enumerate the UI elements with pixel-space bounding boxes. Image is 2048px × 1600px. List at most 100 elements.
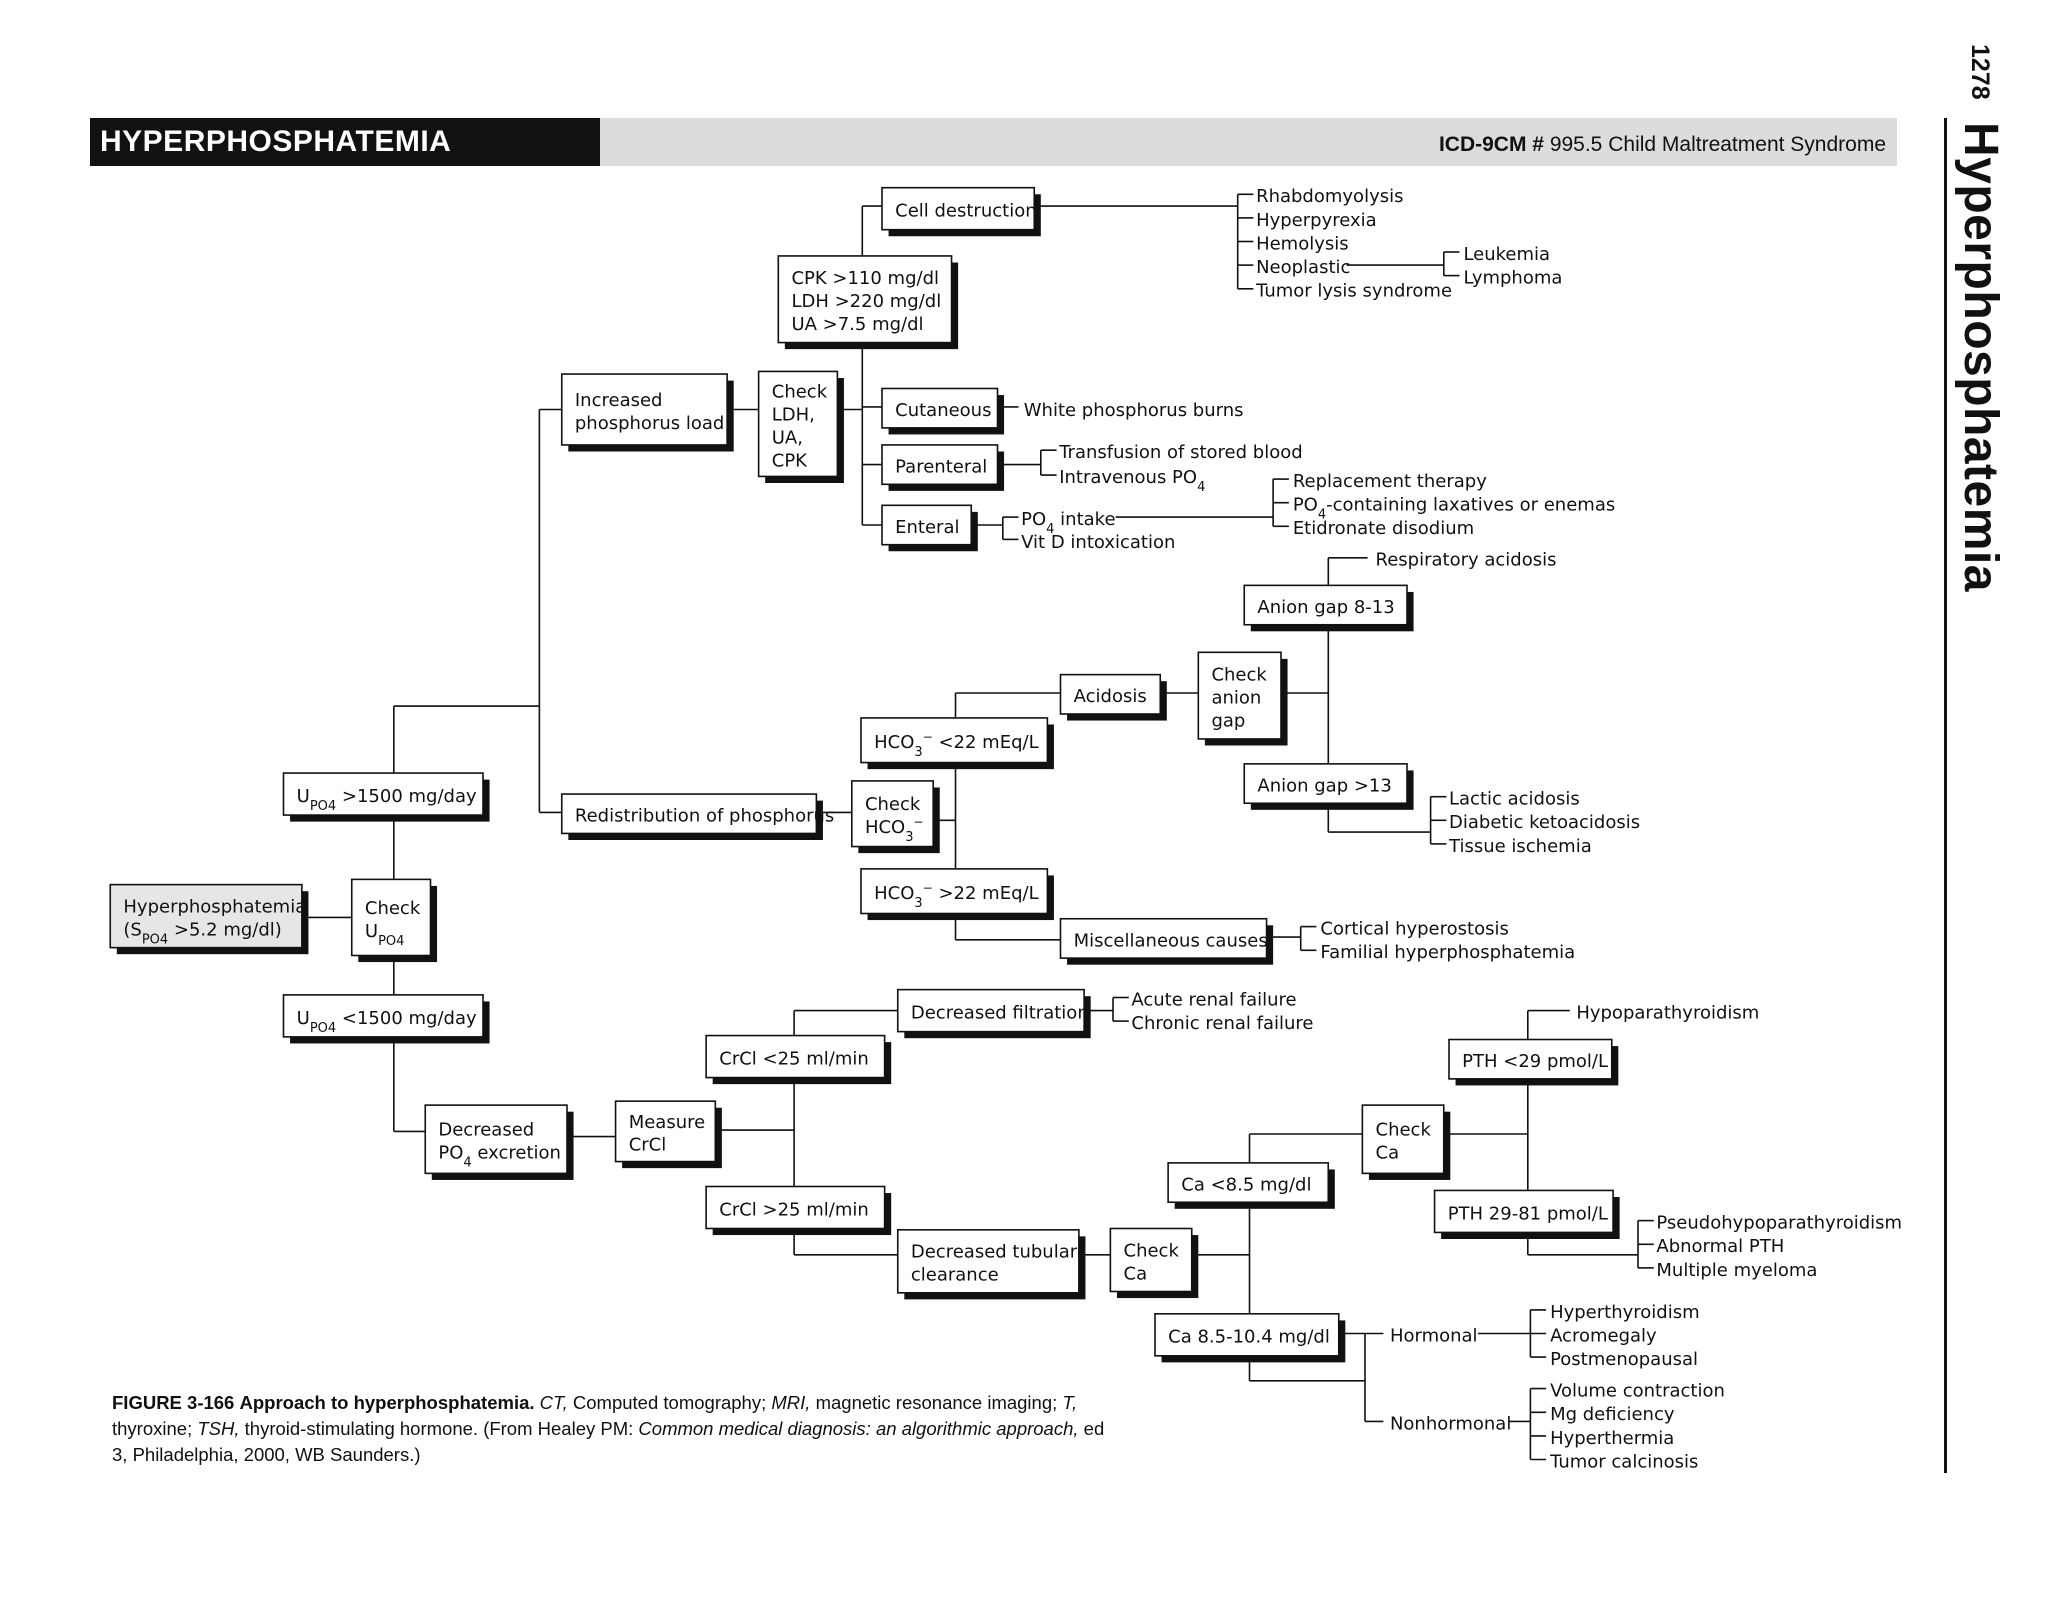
caption-def-tsh: thyroid-stimulating hormone. (From Heale…: [244, 1418, 634, 1439]
box-label: LDH,: [772, 404, 815, 425]
box-label: UPO4 <1500 mg/day: [297, 1008, 477, 1036]
box-ag-13: Anion gap >13: [1243, 763, 1414, 810]
header-title-bar: [90, 118, 600, 166]
box-label: Cutaneous: [895, 400, 991, 421]
cause-label: Transfusion of stored blood: [1058, 442, 1302, 463]
cause-label: Acromegaly: [1550, 1325, 1657, 1346]
box-acidosis: Acidosis: [1059, 673, 1167, 721]
box-label: HCO3− <22 mEq/L: [874, 730, 1038, 760]
box-label: PTH 29-81 pmol/L: [1448, 1203, 1608, 1224]
box-pth-low: PTH <29 pmol/L: [1448, 1038, 1619, 1086]
caption-title: Approach to hyperphosphatemia.: [239, 1392, 535, 1413]
cause-label: Intravenous PO4: [1059, 467, 1205, 495]
cause-label: Leukemia: [1463, 244, 1550, 265]
box-label: Check: [772, 381, 828, 402]
cause-label: Tumor lysis syndrome: [1255, 281, 1452, 302]
box-label: Hyperphosphatemia: [123, 897, 306, 918]
box-label: UPO4: [365, 921, 405, 949]
box-label: Enteral: [895, 517, 959, 538]
cause-label: Acute renal failure: [1131, 989, 1296, 1010]
box-label: Ca 8.5-10.4 mg/dl: [1168, 1327, 1330, 1348]
box-upo4-low: UPO4 <1500 mg/day: [282, 994, 490, 1044]
cause-label: Mg deficiency: [1550, 1404, 1675, 1425]
box-label: Miscellaneous causes: [1074, 930, 1268, 951]
box-label: Cell destruction: [895, 201, 1037, 222]
cause-label: Replacement therapy: [1293, 471, 1487, 492]
icd-description: Child Maltreatment Syndrome: [1608, 133, 1886, 156]
cause-label: Hemolysis: [1256, 233, 1349, 254]
box-label: anion: [1211, 688, 1261, 709]
cause-label: Hypoparathyroidism: [1576, 1003, 1759, 1024]
box-label: LDH >220 mg/dl: [791, 291, 941, 312]
cause-label: Hyperpyrexia: [1256, 210, 1377, 231]
caption-abbr-t: T,: [1062, 1392, 1078, 1413]
caption-abbr-ct: CT,: [539, 1392, 568, 1413]
figure-caption: FIGURE 3-166 Approach to hyperphosphatem…: [112, 1390, 1112, 1468]
cause-label: Hormonal: [1390, 1325, 1478, 1346]
box-label: HCO3−: [865, 815, 924, 845]
caption-def-t: thyroxine;: [112, 1418, 193, 1439]
cause-label: Respiratory acidosis: [1376, 550, 1557, 571]
box-label: UA >7.5 mg/dl: [791, 314, 923, 335]
side-running-head: 1278 Hyperphosphatemia: [1953, 44, 2008, 592]
box-label: Acidosis: [1074, 686, 1147, 707]
box-label: CrCl: [629, 1135, 667, 1156]
cause-label: Tumor calcinosis: [1549, 1451, 1698, 1472]
caption-abbr-mri: MRI,: [771, 1392, 811, 1413]
caption-abbr-tsh: TSH,: [197, 1418, 240, 1439]
header-icd-bar: [600, 118, 1897, 166]
box-crcl-high: CrCl >25 ml/min: [705, 1185, 892, 1236]
box-label: Check: [365, 898, 421, 919]
box-label: Measure: [629, 1112, 706, 1133]
icd-label: ICD-9CM #: [1438, 133, 1544, 156]
box-label: phosphorus load: [575, 413, 724, 434]
box-cell-dest: Cell destruction: [881, 186, 1041, 237]
caption-figure-number: FIGURE 3-166: [112, 1392, 235, 1413]
box-redist: Redistribution of phosphorus: [560, 793, 834, 840]
box-label: Ca <8.5 mg/dl: [1181, 1174, 1311, 1195]
box-dec-filt: Decreased filtration: [896, 988, 1091, 1039]
box-cutaneous: Cutaneous: [881, 387, 1005, 435]
box-label: Anion gap 8-13: [1257, 597, 1394, 618]
box-label: UPO4 >1500 mg/day: [297, 786, 477, 814]
box-label: Anion gap >13: [1257, 775, 1391, 796]
caption-def-ct: Computed tomography;: [572, 1392, 767, 1413]
box-upo4-high: UPO4 >1500 mg/day: [282, 772, 490, 822]
box-pth-mid: PTH 29-81 pmol/L: [1433, 1189, 1620, 1239]
box-hco3-low: HCO3− <22 mEq/L: [860, 717, 1054, 770]
box-start: Hyperphosphatemia(SPO4 >5.2 mg/dl): [109, 883, 309, 955]
cause-label: PO4 intake: [1021, 509, 1115, 537]
label-hypopara: Hypoparathyroidism: [1576, 1003, 1759, 1024]
cause-label: White phosphorus burns: [1024, 400, 1244, 421]
box-hco3-high: HCO3− >22 mEq/L: [860, 868, 1054, 921]
box-label: Parenteral: [895, 457, 987, 478]
box-label: Check: [1211, 665, 1267, 686]
cause-label: PO4-containing laxatives or enemas: [1293, 495, 1615, 523]
cause-label: Neoplastic: [1256, 257, 1350, 278]
box-label: Decreased tubular: [911, 1242, 1078, 1263]
cause-label: Volume contraction: [1550, 1381, 1725, 1402]
box-label: Decreased: [438, 1120, 534, 1141]
box-label: CrCl <25 ml/min: [719, 1048, 869, 1069]
box-label: PTH <29 pmol/L: [1462, 1051, 1608, 1072]
box-label: CPK: [772, 450, 808, 471]
box-label: UA,: [772, 427, 803, 448]
cause-label: Cortical hyperostosis: [1320, 919, 1508, 940]
